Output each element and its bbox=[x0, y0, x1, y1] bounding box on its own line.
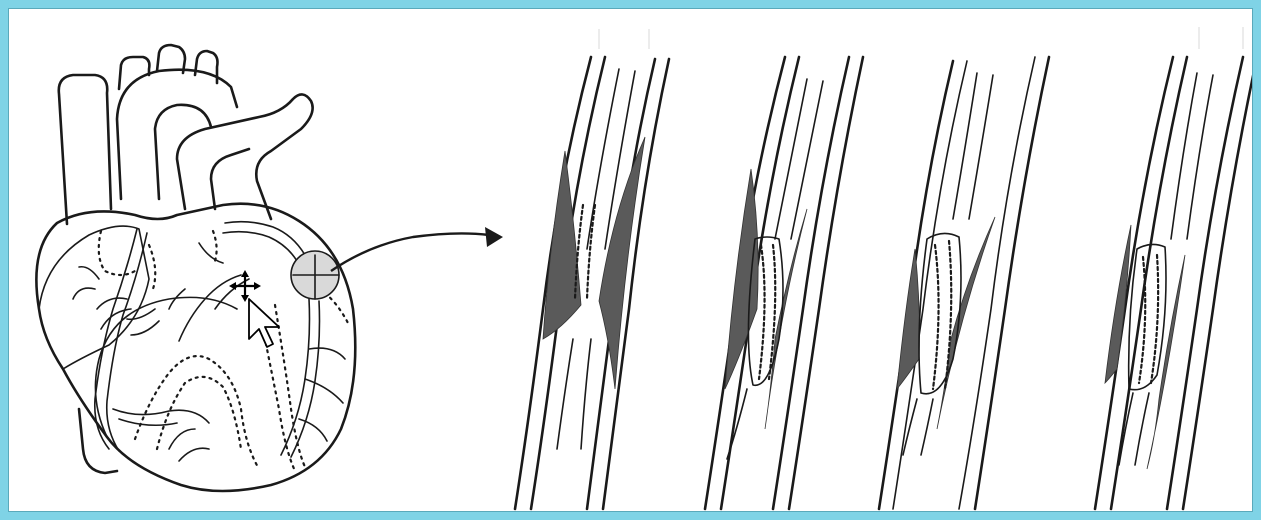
artery-stent-expanded-icon bbox=[879, 57, 1049, 509]
arrow-right-icon bbox=[331, 227, 503, 271]
artery-balloon-icon bbox=[705, 57, 863, 509]
angioplasty-diagram bbox=[9, 9, 1253, 512]
figure-canvas bbox=[8, 8, 1253, 512]
heart-anatomy-icon bbox=[36, 45, 355, 491]
artery-stent-placed-icon bbox=[1095, 27, 1253, 509]
magnify-circle-icon bbox=[291, 251, 339, 299]
artery-plaque-icon bbox=[515, 29, 669, 509]
